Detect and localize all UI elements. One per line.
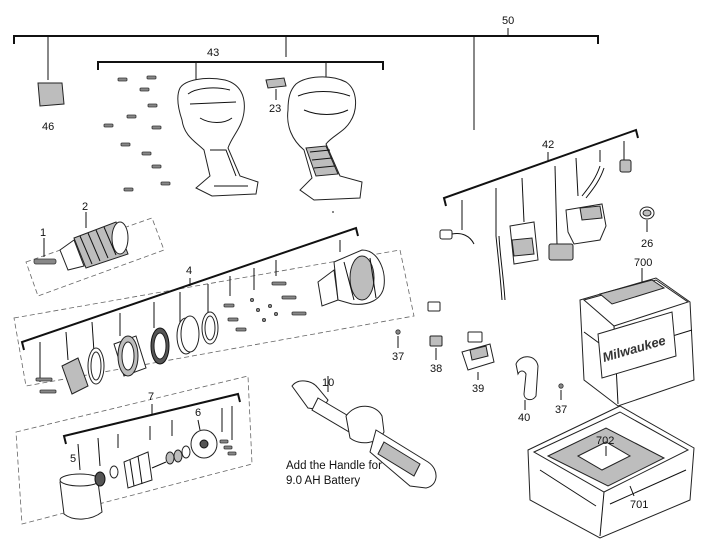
part-10-side-handle (291, 376, 437, 489)
bracket-4 (20, 226, 359, 382)
part-37-screw-upper (395, 329, 401, 348)
part-26-nut (639, 206, 655, 232)
housing-bracket-43 (97, 61, 384, 80)
part-39-bracket-clip (461, 331, 495, 380)
kit-bracket-50 (13, 28, 599, 130)
housing-left-half (177, 77, 259, 197)
part-6-circuit-board (190, 419, 237, 459)
part-40-belt-hook (515, 356, 539, 410)
housing-right-half (287, 76, 363, 213)
label-38: 38 (430, 363, 442, 375)
bracket-42 (442, 128, 639, 245)
label-37-lower: 37 (555, 404, 567, 416)
label-39: 39 (472, 383, 484, 395)
bracket-7 (62, 392, 241, 471)
gearbox-dashed-box (13, 249, 415, 387)
label-701: 701 (630, 499, 648, 511)
part-5-motor-housing (59, 473, 103, 520)
label-50: 50 (502, 15, 514, 27)
part-42-components (439, 159, 632, 301)
part-1-screw (33, 238, 57, 265)
part-701-case-base (527, 405, 695, 539)
motor-dashed-box (15, 375, 253, 525)
part-37-screw-lower (558, 383, 564, 400)
label-700: 700 (634, 257, 652, 269)
label-10: 10 (322, 377, 334, 389)
housing-screws (103, 75, 171, 192)
label-5: 5 (70, 453, 76, 465)
part-46-label-plate (37, 82, 65, 107)
label-23: 23 (269, 103, 281, 115)
part-700-carry-case: Milwaukee (579, 268, 695, 407)
label-2: 2 (82, 201, 88, 213)
part-4-components (35, 249, 385, 395)
label-7: 7 (148, 391, 154, 403)
label-4: 4 (186, 265, 192, 277)
label-43: 43 (207, 47, 219, 59)
part-38-clips (427, 301, 443, 360)
part-7-motor-components (94, 445, 191, 489)
battery-handle-note-line1: Add the Handle for (286, 460, 382, 472)
label-26: 26 (641, 238, 653, 250)
label-42: 42 (542, 139, 554, 151)
label-1: 1 (40, 227, 46, 239)
label-46: 46 (42, 121, 54, 133)
part-702-foam-insert (576, 441, 632, 471)
label-702: 702 (596, 435, 614, 447)
part-2-chuck (59, 212, 129, 271)
battery-handle-note-line2: 9.0 AH Battery (286, 475, 360, 487)
part-23-clip (265, 77, 287, 100)
label-6: 6 (195, 407, 201, 419)
label-40: 40 (518, 412, 530, 424)
label-37-upper: 37 (392, 351, 404, 363)
